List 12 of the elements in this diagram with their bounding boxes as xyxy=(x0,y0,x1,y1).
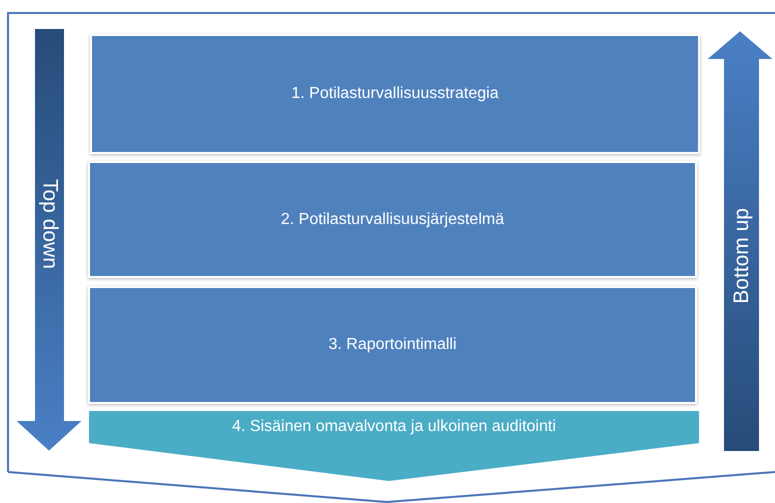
up-arrow xyxy=(705,30,775,452)
level-box xyxy=(88,286,697,404)
chevron-box xyxy=(88,410,700,482)
level-box xyxy=(88,161,697,278)
down-arrow xyxy=(14,28,84,452)
node-label: Top down xyxy=(37,179,62,269)
node-label: 3. Raportointimalli xyxy=(328,335,457,355)
node-label: Bottom up xyxy=(728,208,754,304)
level-box xyxy=(90,34,700,154)
node-label: 2. Potilasturvallisuusjärjestelmä xyxy=(280,210,504,230)
node-label: 1. Potilasturvallisuusstrategia xyxy=(291,84,499,104)
node-label: 4. Sisäinen omavalvonta ja ulkoinen auditointi xyxy=(232,417,556,437)
